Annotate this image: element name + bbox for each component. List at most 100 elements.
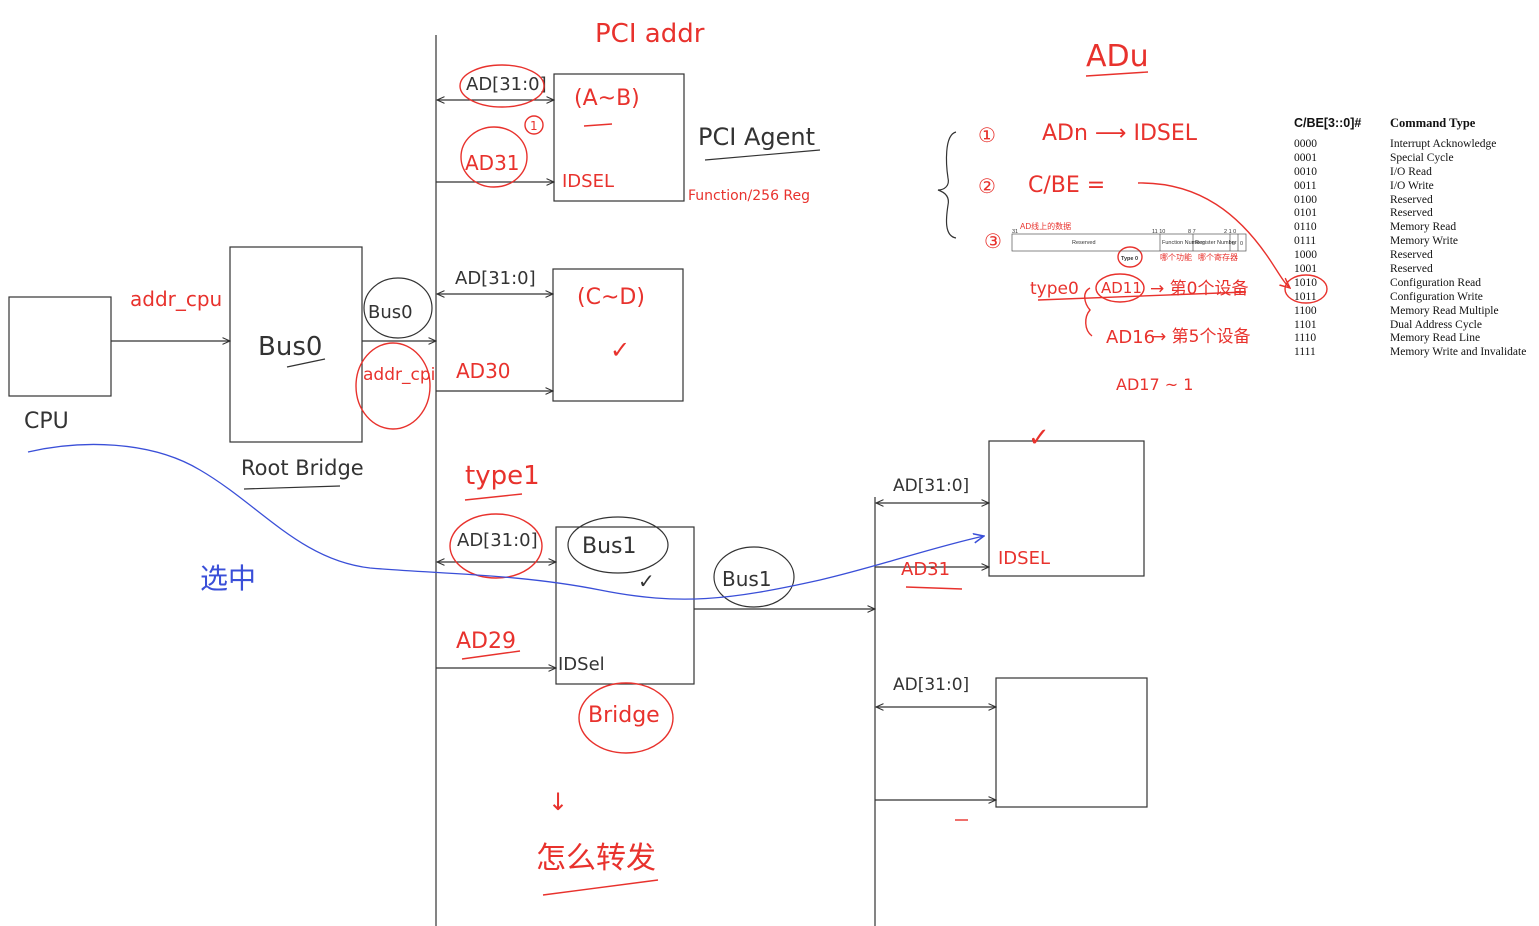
ad-31-0-label-ab: AD[31:0] bbox=[466, 74, 547, 95]
command-code: 0010 bbox=[1294, 165, 1317, 178]
command-code: 0110 bbox=[1294, 221, 1317, 234]
type0-register-diagram: AD线上的数据 31 11 10 8 7 2 1 0 Reserved Func… bbox=[1011, 221, 1247, 262]
root-bridge-label: Root Bridge bbox=[241, 456, 364, 480]
bit-2-1-0-label: 2 1 0 bbox=[1224, 229, 1236, 235]
adu-label: ADu bbox=[1086, 39, 1149, 74]
table-row: 1011 Configuration Write bbox=[1294, 291, 1534, 305]
table-row: 1001 Reserved bbox=[1294, 263, 1534, 277]
command-type: Reserved bbox=[1390, 263, 1433, 276]
idsel-bridge-label: IDSel bbox=[558, 654, 605, 675]
ad11-circle bbox=[1095, 273, 1145, 303]
function-number-field: Function Number bbox=[1162, 240, 1204, 246]
type0-label: type0 bbox=[1030, 279, 1079, 299]
selection-path bbox=[27, 443, 984, 600]
register-number-field: Register Number bbox=[1195, 240, 1237, 246]
check-cd-mark: ✓ bbox=[610, 336, 630, 364]
function-reg-label: Function/256 Reg bbox=[688, 188, 810, 204]
command-type-column-header: Command Type bbox=[1390, 116, 1476, 130]
pci-agent-label: PCI Agent bbox=[698, 123, 815, 151]
command-type: Reserved bbox=[1390, 207, 1433, 220]
bridge-circle bbox=[578, 682, 674, 754]
type0-underline bbox=[1037, 291, 1247, 301]
command-type: Reserved bbox=[1390, 193, 1433, 206]
ad11-label: AD11 bbox=[1101, 279, 1142, 297]
ad31-circle-ab bbox=[460, 126, 528, 188]
command-code: 1001 bbox=[1294, 263, 1317, 276]
ad11-brace bbox=[1084, 287, 1093, 337]
type1-underline bbox=[464, 493, 523, 501]
a-b-underline bbox=[583, 123, 613, 127]
ad-31-0-label-e: AD[31:0] bbox=[893, 675, 969, 695]
device-cd-box bbox=[552, 268, 684, 402]
ad29-label: AD29 bbox=[456, 629, 516, 654]
command-code: 1000 bbox=[1294, 249, 1317, 262]
note-register: 哪个寄存器 bbox=[1198, 252, 1238, 262]
table-row: 1111 Memory Write and Invalidate bbox=[1294, 346, 1534, 360]
step2-label: C/BE = bbox=[1028, 173, 1105, 198]
forward-label: 怎么转发 bbox=[536, 841, 656, 876]
ad31-label-d: AD31 bbox=[901, 559, 950, 580]
bus0-circle-label: Bus0 bbox=[368, 302, 413, 323]
idsel-label-d: IDSEL bbox=[998, 548, 1050, 569]
command-type: Memory Read Multiple bbox=[1390, 304, 1499, 317]
table-row: 1000 Reserved bbox=[1294, 249, 1534, 263]
bus0-circle bbox=[363, 277, 433, 339]
addr-cpu-label: addr_cpu bbox=[130, 287, 222, 311]
table-row: 0101 Reserved bbox=[1294, 207, 1534, 221]
command-type: Special Cycle bbox=[1390, 151, 1454, 164]
command-code: 1101 bbox=[1294, 318, 1317, 331]
check-d-mark: ✓ bbox=[1028, 423, 1050, 453]
command-type: I/O Write bbox=[1390, 179, 1434, 192]
type0-tag: Type 0 bbox=[1121, 256, 1138, 262]
register-frame bbox=[1011, 233, 1247, 252]
ad30-label: AD30 bbox=[456, 359, 511, 383]
note-function: 哪个功能 bbox=[1160, 252, 1192, 262]
ad17-label: AD17 ~ 1 bbox=[1116, 375, 1193, 394]
command-code: 0111 bbox=[1294, 235, 1317, 248]
command-code: 1011 bbox=[1294, 290, 1317, 303]
steps-brace bbox=[937, 131, 957, 239]
bus1-line-circle bbox=[713, 546, 795, 608]
bus0-box-label: Bus0 bbox=[258, 332, 322, 362]
command-code: 0101 bbox=[1294, 207, 1317, 220]
bus0-box-underline bbox=[286, 358, 326, 368]
command-type: Memory Write and Invalidate bbox=[1390, 346, 1527, 359]
bit0-zero-field: 0 bbox=[1240, 241, 1243, 247]
command-code: 1110 bbox=[1294, 332, 1317, 345]
table-row: 0001 Special Cycle bbox=[1294, 152, 1534, 166]
register-title: AD线上的数据 bbox=[1020, 221, 1071, 231]
command-code: 0001 bbox=[1294, 151, 1317, 164]
command-type: Reserved bbox=[1390, 249, 1433, 262]
num1-label: 1 bbox=[530, 119, 538, 133]
cpu-box bbox=[8, 296, 112, 397]
cpu-label: CPU bbox=[24, 409, 69, 434]
ad-31-0-label-bridge: AD[31:0] bbox=[457, 530, 538, 551]
bit-11-10-label: 11 10 bbox=[1152, 229, 1165, 235]
bus1-device-bottom-box bbox=[995, 677, 1148, 808]
idsel-label-ab: IDSEL bbox=[562, 171, 614, 192]
forward-underline bbox=[542, 879, 659, 896]
ad-31-0-label-d: AD[31:0] bbox=[893, 476, 969, 496]
forward-arrow-mark: ↓ bbox=[548, 788, 568, 816]
step2-number: ② bbox=[978, 174, 996, 198]
step1-number: ① bbox=[978, 123, 996, 147]
select-label: 选中 bbox=[200, 562, 256, 595]
adu-underline bbox=[1085, 71, 1149, 77]
bus1-box-label: Bus1 bbox=[582, 534, 637, 559]
bus1-box-circle bbox=[567, 516, 669, 574]
ad16-target-label: → 第5个设备 bbox=[1152, 327, 1250, 347]
addr-cpi-label: addr_cpi bbox=[363, 365, 435, 385]
pci-bridge-box bbox=[555, 526, 695, 685]
cbe-column-header: C/BE[3::0]# bbox=[1294, 116, 1362, 130]
bit1-zero-field: 0 bbox=[1232, 241, 1235, 247]
command-code: 0000 bbox=[1294, 138, 1317, 150]
command-code: 1111 bbox=[1294, 346, 1316, 359]
type1-label: type1 bbox=[465, 461, 540, 491]
command-type: Configuration Write bbox=[1390, 290, 1483, 303]
